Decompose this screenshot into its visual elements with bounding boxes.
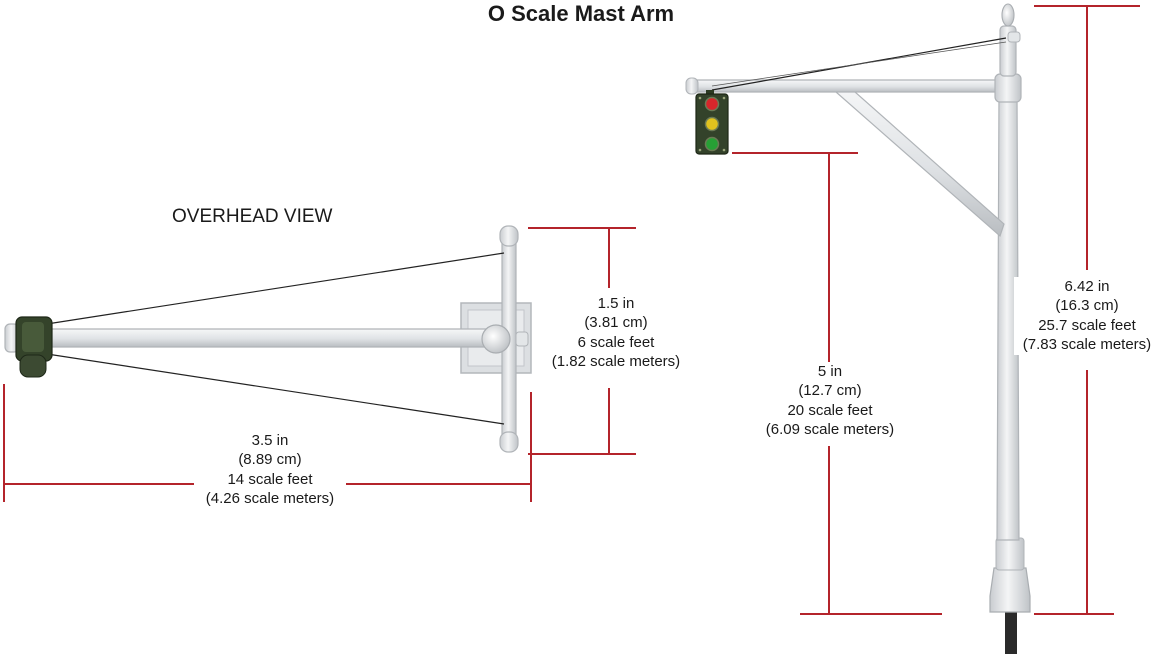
signal-yellow-light: [704, 116, 720, 132]
signal-red-light: [704, 96, 720, 112]
dim-label-signal-height: 5 in (12.7 cm) 20 scale feet (6.09 scale…: [752, 362, 908, 440]
dim-text-line: 6.42 in: [1064, 278, 1110, 295]
dim-signal-height: [732, 152, 942, 615]
dim-text-line: (16.3 cm): [1055, 297, 1119, 315]
dim-label-total-height: 6.42 in (16.3 cm) 25.7 scale feet (7.83 …: [1014, 277, 1156, 355]
guy-wire-upper: [33, 252, 505, 327]
overhead-view-label: OVERHEAD VIEW: [172, 206, 333, 227]
signal-head-top-view: [15, 316, 53, 378]
finial: [1001, 3, 1015, 27]
dim-text-line: 14 scale feet: [227, 470, 313, 488]
dim-text-line: (12.7 cm): [798, 382, 862, 400]
dim-label-arm-length: 3.5 in (8.89 cm) 14 scale feet (4.26 sca…: [194, 431, 346, 509]
dim-label-arm-width: 1.5 in (3.81 cm) 6 scale feet (1.82 scal…: [540, 294, 692, 372]
dim-total-height: [1034, 5, 1140, 615]
dim-text-line: 20 scale feet: [787, 401, 873, 419]
dim-text-line: (6.09 scale meters): [765, 421, 895, 439]
dim-text-line: (3.81 cm): [584, 314, 648, 332]
dim-text-line: 5 in: [817, 363, 843, 380]
traffic-signal: [695, 90, 729, 155]
guy-wire-lower: [33, 351, 505, 425]
dim-arm-length: [3, 384, 532, 502]
dim-text-line: 25.7 scale feet: [1038, 316, 1136, 334]
dim-text-line: (8.89 cm): [238, 451, 302, 469]
dim-text-line: (1.82 scale meters): [551, 353, 681, 371]
dim-text-line: (4.26 scale meters): [205, 490, 335, 508]
pole-anchor: [1005, 612, 1017, 654]
dimension-lines: [3, 5, 1140, 615]
dim-text-line: 1.5 in: [597, 295, 635, 312]
signal-green-light: [704, 136, 720, 152]
dim-arm-width: [528, 227, 636, 455]
page-title: O Scale Mast Arm: [487, 1, 675, 26]
overhead-arm: [13, 328, 501, 348]
dim-text-line: 6 scale feet: [577, 333, 655, 351]
diagonal-brace: [835, 83, 1005, 238]
pole-base: [989, 567, 1031, 613]
pole-top-knob: [481, 324, 511, 354]
overhead-view-drawing: [4, 225, 532, 453]
dim-text-line: (7.83 scale meters): [1022, 336, 1152, 354]
dim-text-line: 3.5 in: [251, 432, 289, 449]
side-view-drawing: [685, 3, 1031, 654]
